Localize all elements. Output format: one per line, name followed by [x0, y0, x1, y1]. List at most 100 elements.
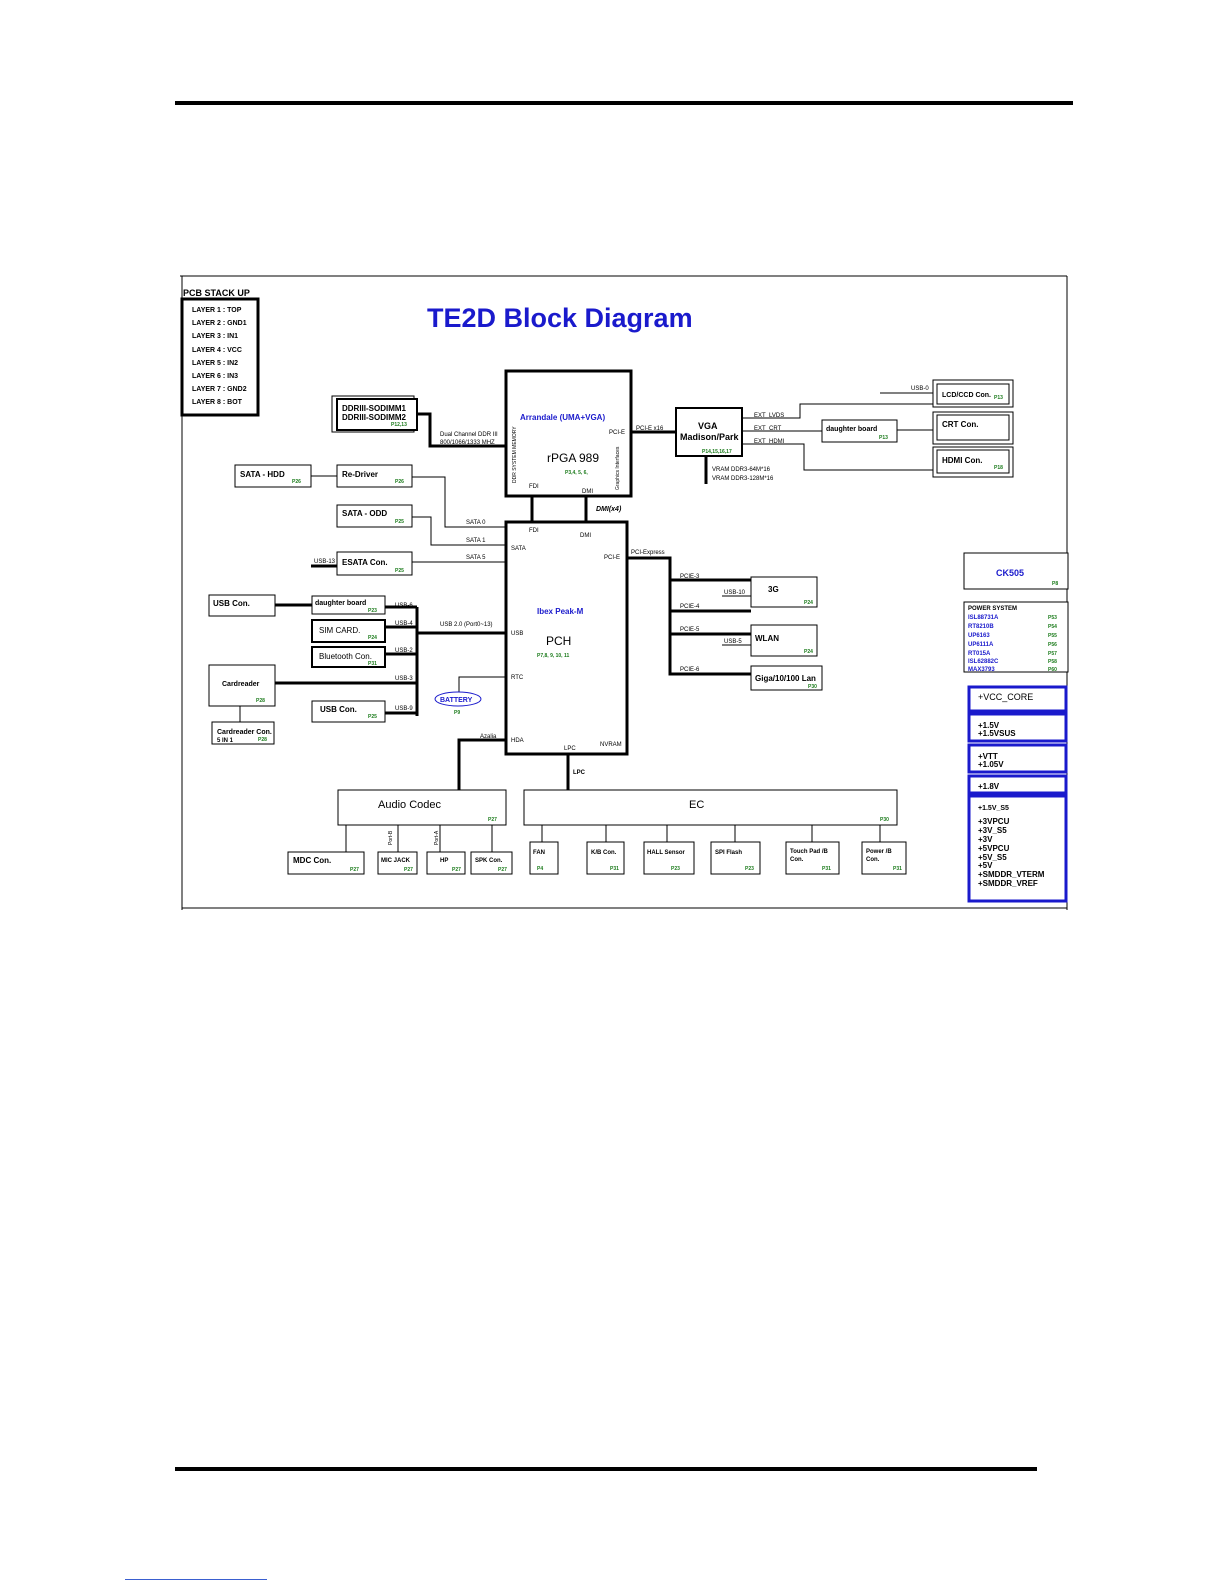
redriver-page: P26 — [395, 479, 404, 485]
rail: +5V — [978, 861, 993, 870]
pcb-layers: LAYER 1 : TOP LAYER 2 : GND1 LAYER 3 : I… — [192, 307, 247, 406]
power-ic: MAX3793 — [968, 667, 995, 673]
spi-label: SPI Flash — [715, 850, 742, 856]
audio-codec-page: P27 — [488, 817, 497, 823]
pch-name: Ibex Peak-M — [537, 607, 584, 616]
cpu-ddr-port: DDR SYSTEM MEMORY — [512, 426, 518, 483]
rail: +SMDDR_VREF — [978, 879, 1038, 888]
pch-usb-port: USB — [511, 631, 523, 637]
power-system-heading: POWER SYSTEM — [968, 606, 1017, 612]
power-ic-page: P58 — [1048, 659, 1057, 665]
power-ic: ISL62882C — [968, 659, 999, 665]
dimm-1: DDRIII-SODIMM1 — [342, 404, 407, 413]
link-ext-lvds: EXT_LVDS — [754, 413, 784, 419]
daughter-board-box — [821, 419, 898, 443]
link-usb4: USB-4 — [395, 621, 413, 627]
power-board-box — [861, 841, 907, 875]
rail: +3V_S5 — [978, 826, 1007, 835]
crt-con-box — [936, 414, 1010, 441]
hdmi-con-box — [936, 449, 1010, 474]
lan-label: Giga/10/100 Lan — [755, 674, 816, 683]
kb-page: P31 — [610, 866, 619, 872]
spi-page: P23 — [745, 866, 754, 872]
pch-rtc-port: RTC — [511, 675, 524, 681]
ck505-label: CK505 — [996, 568, 1024, 578]
cardreader-label: Cardreader — [222, 681, 260, 688]
rail-group-box — [967, 794, 1068, 903]
redriver-box — [336, 464, 413, 488]
hp-label: HP — [440, 858, 448, 864]
hdmi-con-label: HDMI Con. — [942, 456, 982, 465]
link-pcie3: PCIE-3 — [680, 574, 700, 580]
power-system-list: ISL88731A P53 RT8210B P54 UP6163 P55 UP6… — [968, 615, 1057, 673]
rail: +SMDDR_VTERM — [978, 870, 1045, 879]
pcb-stack-box — [180, 297, 260, 417]
g3-page: P24 — [804, 600, 813, 606]
link-usb9: USB-9 — [395, 706, 413, 712]
pcb-layer: LAYER 2 : GND1 — [192, 320, 247, 327]
lcd-con-page: P13 — [994, 395, 1003, 401]
ck505-page: P8 — [1052, 581, 1058, 587]
pcb-layer: LAYER 6 : IN3 — [192, 373, 238, 380]
cpu-dmi-port: DMI — [582, 489, 593, 495]
micjack-box — [377, 851, 418, 875]
wlan-box — [750, 624, 818, 657]
audio-codec-label: Audio Codec — [378, 799, 441, 811]
vram-1: VRAM DDR3-64M*16 — [712, 467, 771, 473]
link-pcie-x16: PCI-E x16 — [636, 426, 664, 432]
pch-dmi-port: DMI — [580, 533, 591, 539]
link-usb6: USB-6 — [395, 603, 413, 609]
pch-label: PCH — [546, 634, 571, 648]
g3-label: 3G — [768, 585, 779, 594]
power-board-page: P31 — [893, 866, 902, 872]
vram-2: VRAM DDR3-128M*16 — [712, 476, 774, 482]
link-ext-hdmi: EXT_HDMI — [754, 439, 785, 445]
micjack-label: MIC JACK — [381, 858, 411, 864]
link-azalia: Azalia — [480, 734, 497, 740]
power-board-label-2: Con. — [866, 857, 880, 863]
rail: +1.5V_S5 — [978, 805, 1009, 812]
bt-label: Bluetooth Con. — [319, 652, 372, 661]
audio-codec-box — [337, 789, 507, 826]
sata-hdd-page: P26 — [292, 479, 301, 485]
cr-con-2: 5 IN 1 — [217, 738, 234, 744]
pcb-layer: LAYER 4 : VCC — [192, 347, 242, 354]
g3-box — [750, 576, 818, 608]
cr-con-page: P28 — [258, 737, 267, 743]
link-usb13: USB-13 — [314, 559, 336, 565]
link-sata0: SATA 0 — [466, 520, 486, 526]
link-pcie5: PCIE-5 — [680, 627, 700, 633]
kb-label: K/B Con. — [591, 850, 617, 856]
bt-box — [311, 646, 386, 668]
battery-label: BATTERY — [440, 697, 473, 704]
cpu-fdi-port: FDI — [529, 484, 539, 490]
power-ic: UP6111A — [968, 642, 994, 648]
lcd-con-label: LCD/CCD Con. — [942, 392, 991, 399]
hdmi-con-page: P18 — [994, 465, 1003, 471]
rail: +5V_S5 — [978, 853, 1007, 862]
rail-15v: +1.5V — [978, 721, 1000, 730]
rail-vtt-box — [967, 743, 1068, 774]
power-ic-page: P57 — [1048, 651, 1057, 657]
cardreader-box — [208, 664, 276, 707]
mdc-label: MDC Con. — [293, 856, 331, 865]
spi-box — [710, 841, 761, 875]
rail-15vsus: +1.5VSUS — [978, 729, 1016, 738]
daughter-board-label: daughter board — [826, 426, 877, 433]
pch-fdi-port: FDI — [529, 528, 539, 534]
daughter-board-page: P13 — [879, 435, 888, 441]
rail-vtt: +VTT — [978, 752, 998, 761]
mdc-box — [287, 851, 365, 875]
pcb-layer: LAYER 1 : TOP — [192, 307, 242, 314]
pch-hda-port: HDA — [511, 738, 524, 744]
rail-18v: +1.8V — [978, 782, 1000, 791]
cr-con-1: Cardreader Con. — [217, 729, 272, 736]
power-board-label-1: Power /B — [866, 849, 892, 855]
pch-block — [504, 520, 629, 756]
vga-line2: Madison/Park — [680, 432, 740, 442]
rail-vcc-core-box — [967, 685, 1068, 713]
ec-label: EC — [689, 799, 704, 811]
rail: +3VPCU — [978, 817, 1010, 826]
pcb-layer: LAYER 7 : GND2 — [192, 386, 247, 393]
pcb-heading: PCB STACK UP — [183, 288, 250, 298]
